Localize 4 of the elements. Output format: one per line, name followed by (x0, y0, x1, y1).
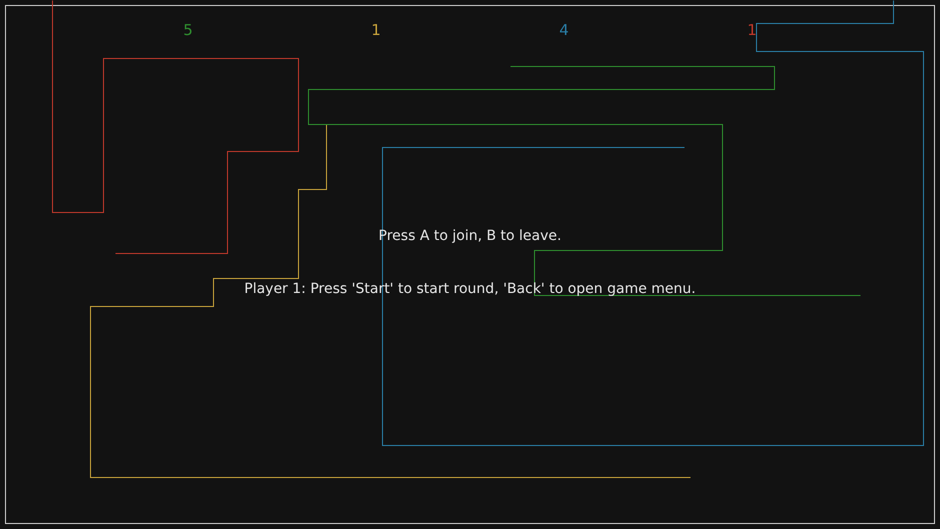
player-score: 1 (371, 21, 381, 39)
player-score: 4 (559, 21, 569, 39)
player-score: 5 (183, 21, 193, 39)
player-score: 1 (747, 21, 757, 39)
